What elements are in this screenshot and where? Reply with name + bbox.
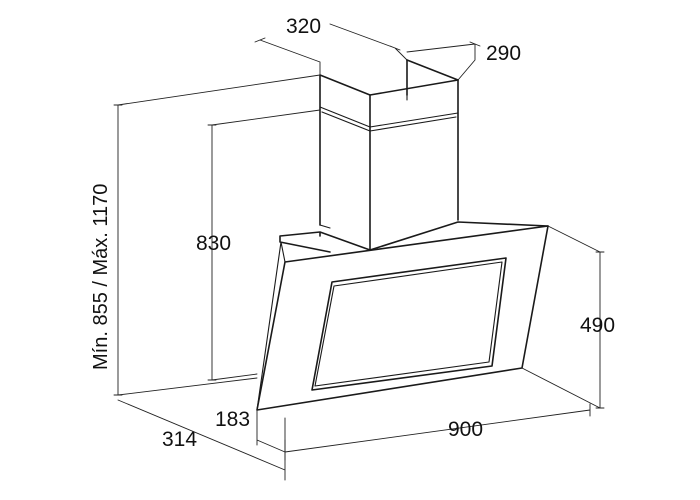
dim-line-320 [254,23,408,76]
dim-line-830 [207,109,321,381]
label-chimney-height: 830 [196,232,231,255]
chimney-front [369,79,459,251]
motor-housing [279,221,549,253]
dim-line-height-range [113,74,321,396]
glass-window-bevel [314,261,503,387]
glass-panel-edge [256,241,286,411]
dimension-lines [113,23,605,481]
glass-panel-outer [256,225,549,411]
label-base-depth: 183 [215,408,250,431]
glass-panel-window [311,257,507,391]
chimney-inner-edge [319,94,408,229]
chimney-top [319,59,459,96]
dim-line-314 [117,399,286,481]
dim-line-900 [284,403,591,461]
chimney-back-panel [319,59,408,226]
label-depth: 314 [162,428,197,451]
dim-line-490 [521,225,605,409]
label-height-range: Mín. 855 / Máx. 1170 [90,184,112,370]
chimney-joint-inner [321,111,457,132]
dim-line-290 [406,41,481,81]
chimney-joint [319,106,459,128]
label-width: 900 [448,418,483,441]
label-canopy-height: 490 [580,314,615,337]
label-chimney-width: 320 [286,15,321,38]
label-chimney-depth: 290 [486,42,521,65]
dim-line-183 [256,409,286,453]
